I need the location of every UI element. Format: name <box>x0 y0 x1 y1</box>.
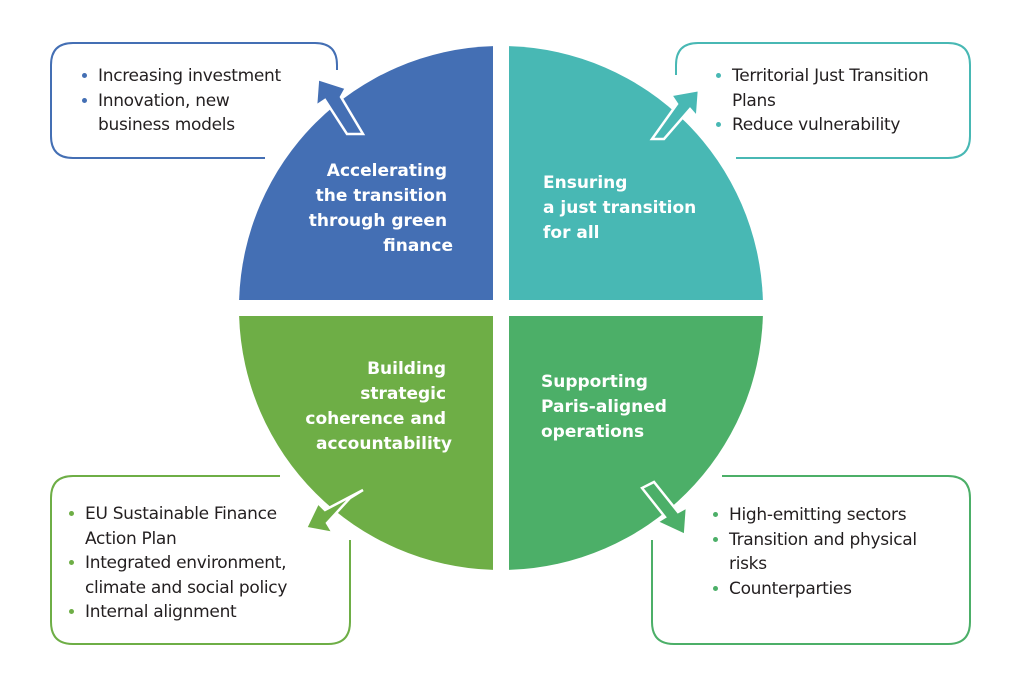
quadrant-top-left <box>239 46 493 300</box>
bullet-item: Territorial Just Transition Plans <box>712 64 967 113</box>
bullet-dot-icon <box>713 585 718 591</box>
quadrant-title-bottom-left: Building strategic coherence and account… <box>305 359 452 454</box>
bullet-dot-icon <box>82 73 87 78</box>
bullet-item: Increasing investment <box>78 64 328 89</box>
bullet-dot-icon <box>716 73 721 78</box>
bullet-dot-icon <box>82 97 87 103</box>
bullet-dot-icon <box>69 560 74 565</box>
bullet-dot-icon <box>69 511 74 516</box>
arrow-down-right-icon <box>640 480 689 537</box>
bullet-item: Innovation, new business models <box>78 89 278 138</box>
callout-box-bottom-right <box>651 475 971 645</box>
bullet-item: High-emitting sectors <box>709 503 949 528</box>
bullet-dot-icon <box>713 512 718 517</box>
callout-box-top-left <box>50 42 338 159</box>
arrow-down-left-icon <box>304 488 364 535</box>
bullet-item: Internal alignment <box>65 600 305 625</box>
bullet-item: Counterparties <box>709 577 949 602</box>
callout-box-top-right <box>675 42 971 159</box>
bullet-dot-icon <box>713 536 718 542</box>
bullet-item: EU Sustainable Finance Action Plan <box>65 502 320 551</box>
bullet-list-bottom-left: EU Sustainable Finance Action Plan Integ… <box>65 502 305 625</box>
quadrant-bottom-right <box>509 316 763 570</box>
bullet-list-top-right: Territorial Just Transition Plans Reduce… <box>712 64 962 138</box>
bullet-dot-icon <box>716 122 721 127</box>
quadrant-title-bottom-right: Supporting Paris-aligned operations <box>541 372 673 442</box>
bullet-item: Reduce vulnerability <box>712 113 962 138</box>
bullet-item: Integrated environment, climate and soci… <box>65 551 325 600</box>
quadrant-title-top-left: Accelerating the transition through gree… <box>309 161 453 256</box>
quadrant-top-right <box>509 46 763 300</box>
arrow-up-left-icon <box>314 77 366 136</box>
bullet-list-top-left: Increasing investment Innovation, new bu… <box>78 64 328 138</box>
quadrant-title-top-right: Ensuring a just transition for all <box>543 173 702 243</box>
callout-box-bottom-left <box>50 475 351 645</box>
bullet-list-bottom-right: High-emitting sectors Transition and phy… <box>709 503 949 601</box>
bullet-item: Transition and physical risks <box>709 528 959 577</box>
bullet-dot-icon <box>69 609 74 614</box>
arrow-up-right-icon <box>649 88 701 141</box>
quadrant-bottom-left <box>239 316 493 570</box>
